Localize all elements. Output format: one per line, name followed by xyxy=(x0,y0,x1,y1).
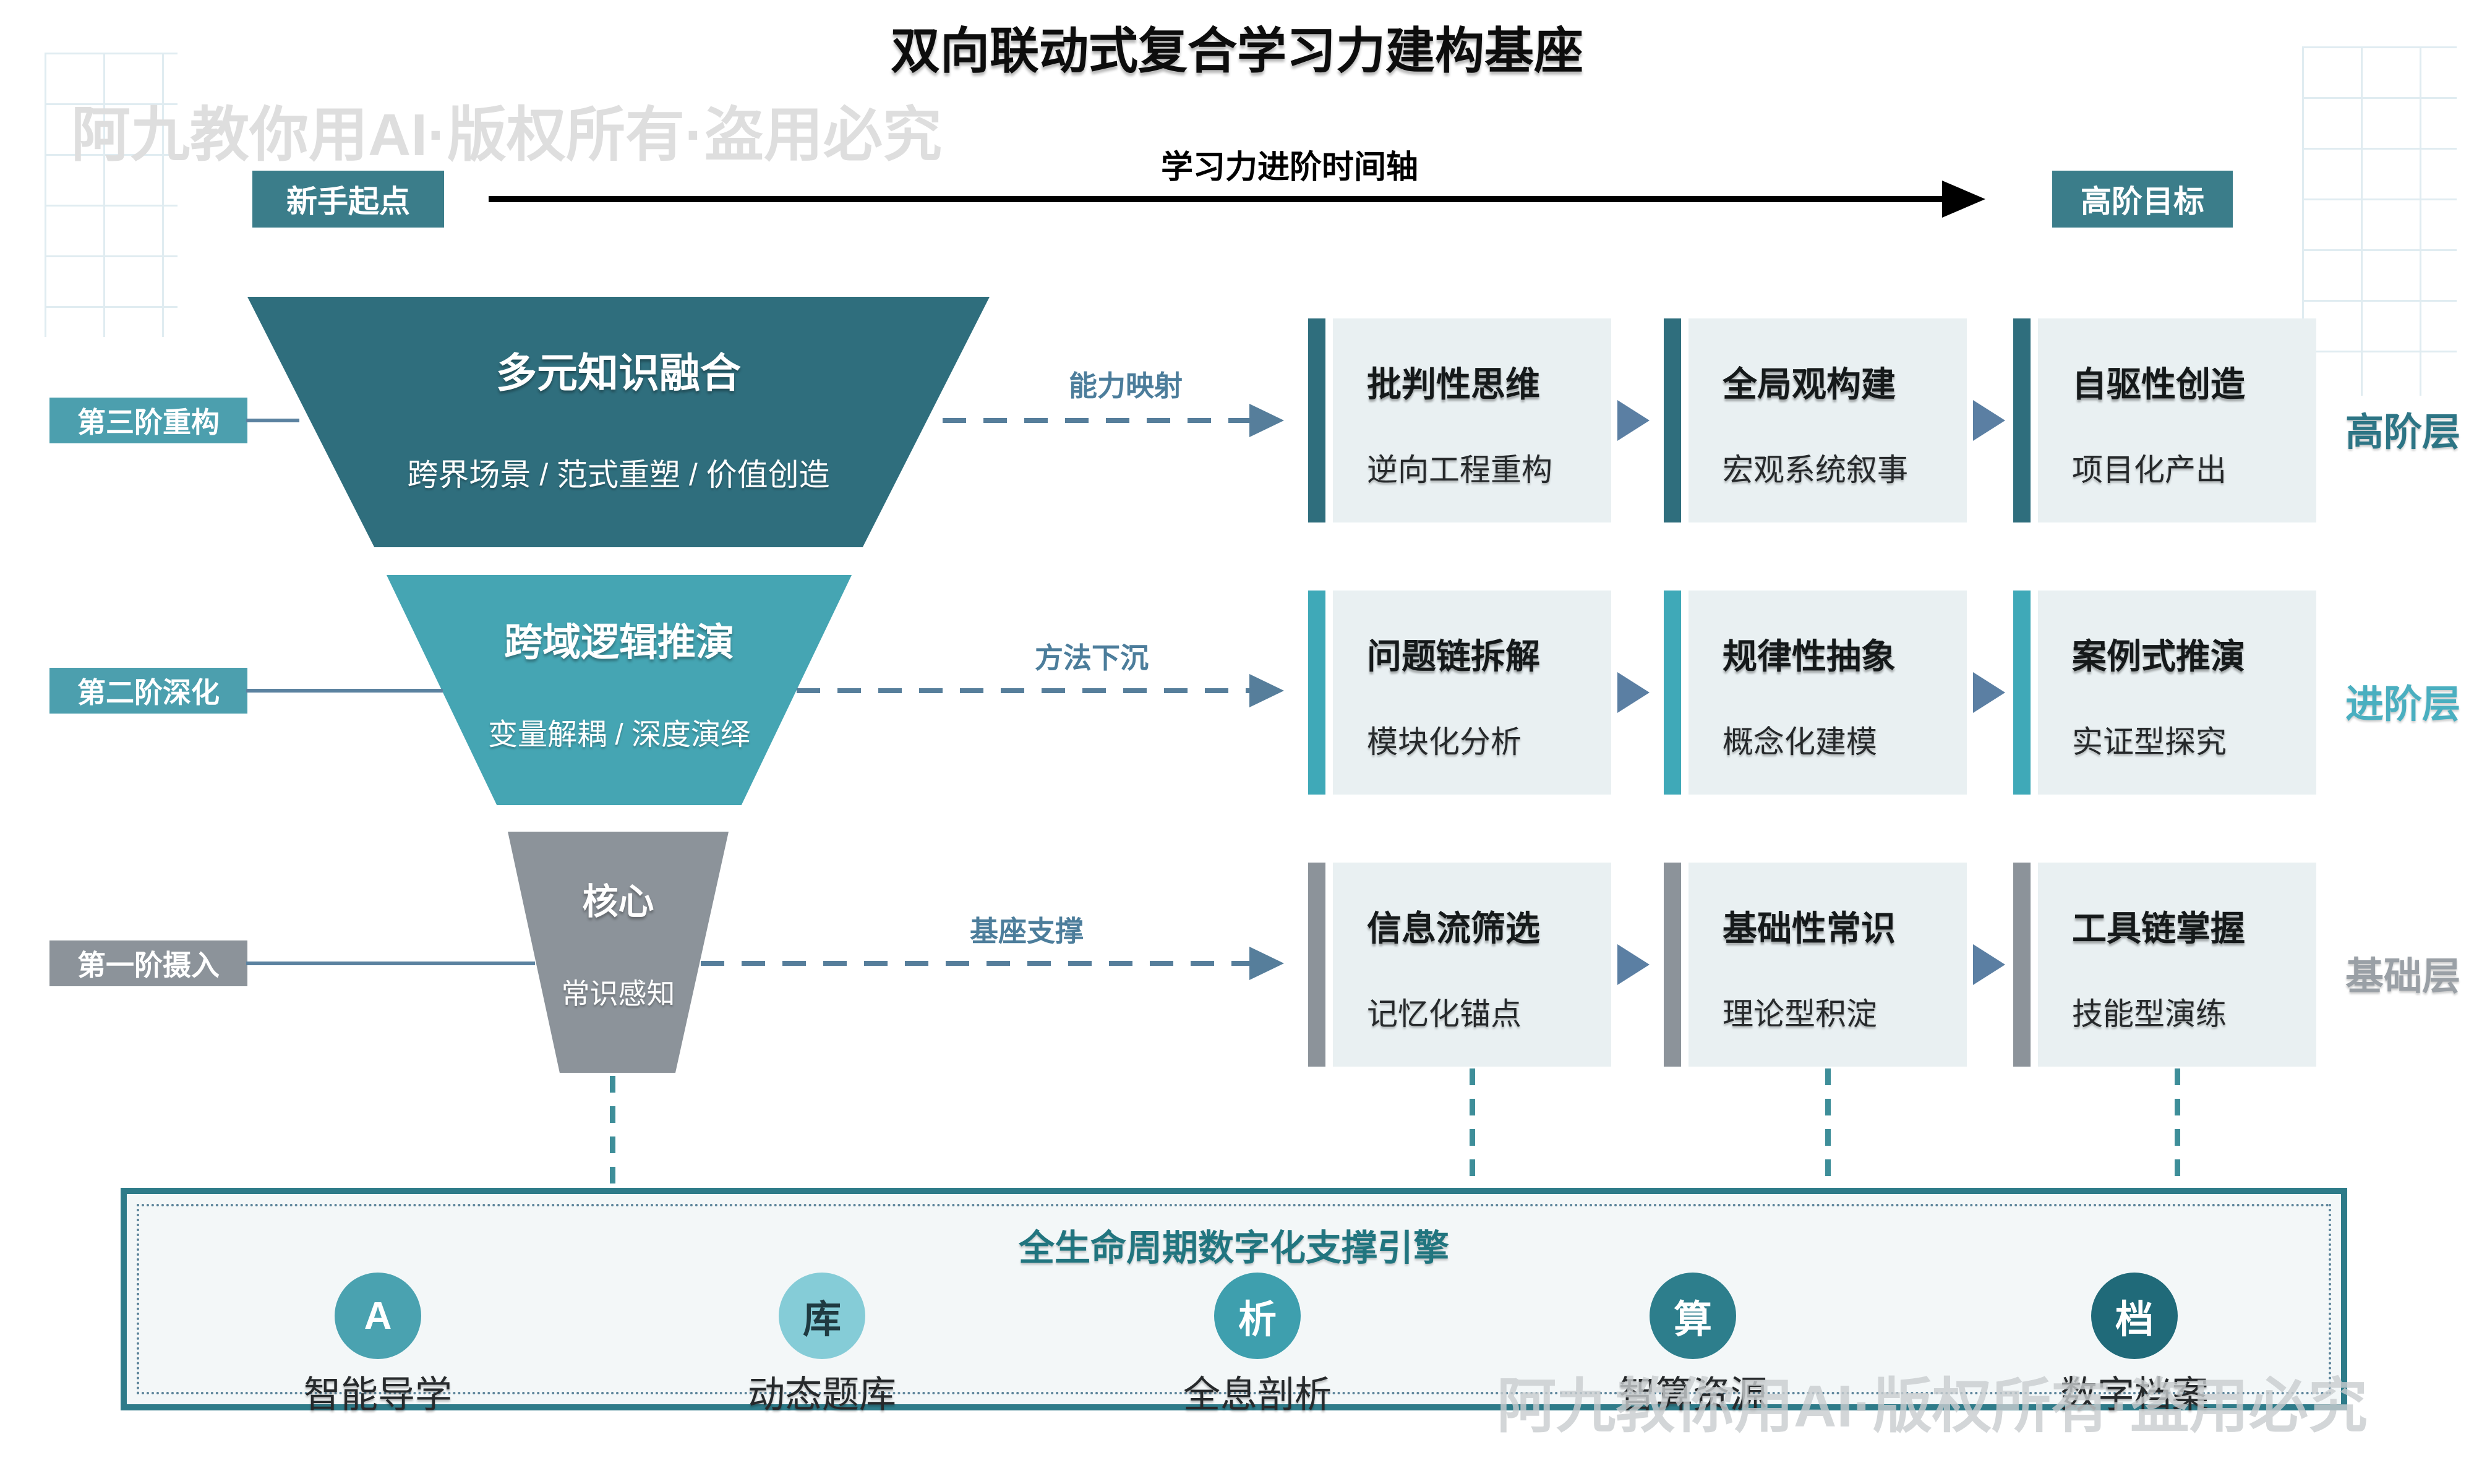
grid-decoration-top-right xyxy=(2302,46,2457,396)
stage-connector-line xyxy=(246,689,443,693)
start-badge: 新手起点 xyxy=(252,171,444,228)
watermark-top: 阿九教你用AI·版权所有·盗用必究 xyxy=(71,102,942,168)
card-subtitle: 技能型演练 xyxy=(2072,997,2227,1031)
card-title: 案例式推演 xyxy=(2072,637,2245,676)
card-subtitle: 概念化建模 xyxy=(1723,725,1877,759)
vertical-dashed-connector xyxy=(1470,1068,1475,1188)
card-accent-bar xyxy=(2013,863,2031,1067)
flow-arrow-label: 方法下沉 xyxy=(1035,642,1149,674)
funnel-stage-top: 多元知识融合 跨界场景 / 范式重塑 / 价值创造 xyxy=(247,297,990,547)
flow-arrowhead-icon xyxy=(1249,674,1284,707)
stage-connector-line xyxy=(246,419,299,422)
flow-dashed-line xyxy=(943,418,1251,423)
card-arrow-icon xyxy=(1973,672,2005,713)
flow-arrowhead-icon xyxy=(1249,404,1284,437)
flow-arrowhead-icon xyxy=(1249,947,1284,980)
funnel-stage-core: 核心 常识感知 xyxy=(508,832,729,1073)
engine-panel-dotted-border xyxy=(137,1204,2331,1394)
card: 基础性常识 理论型积淀 xyxy=(1689,863,1967,1067)
vertical-dashed-connector xyxy=(2175,1068,2180,1188)
card: 信息流筛选 记忆化锚点 xyxy=(1333,863,1611,1067)
funnel-stage-title: 多元知识融合 xyxy=(496,350,741,396)
funnel-stage-subtitle: 变量解耦 / 深度演绎 xyxy=(487,719,750,751)
funnel-stage-title: 核心 xyxy=(582,882,654,922)
engine-node-bank: 库 xyxy=(779,1273,865,1359)
card-arrow-icon xyxy=(1617,672,1650,713)
funnel-stage-subtitle: 跨界场景 / 范式重塑 / 价值创造 xyxy=(407,458,830,492)
flow-arrow-label: 基座支撑 xyxy=(970,915,1084,947)
stage-connector-line xyxy=(246,962,535,965)
engine-node-guide: A xyxy=(335,1273,421,1359)
tier-label: 进阶层 xyxy=(2345,683,2461,726)
card-subtitle: 实证型探究 xyxy=(2072,725,2227,759)
card-title: 规律性抽象 xyxy=(1723,637,1896,676)
card-subtitle: 理论型积淀 xyxy=(1723,997,1877,1031)
card-accent-bar xyxy=(2013,591,2031,795)
funnel-stage-subtitle: 常识感知 xyxy=(561,978,675,1010)
engine-node-label: 数字档案 xyxy=(2060,1374,2209,1415)
timeline-arrow-line xyxy=(489,196,1942,202)
tier-label: 基础层 xyxy=(2345,955,2461,998)
engine-panel: 全生命周期数字化支撑引擎 A 智能导学 库 动态题库 析 全息剖析 算 智算资源… xyxy=(121,1188,2347,1415)
card: 全局观构建 宏观系统叙事 xyxy=(1689,318,1967,522)
card-arrow-icon xyxy=(1617,400,1650,441)
flow-arrow-label: 能力映射 xyxy=(1069,370,1183,402)
card-subtitle: 模块化分析 xyxy=(1367,725,1522,759)
card-accent-bar xyxy=(1664,863,1681,1067)
card-accent-bar xyxy=(1308,863,1325,1067)
watermark-bottom: 阿九教你用AI·版权所有·盗用必究 xyxy=(1497,1373,2368,1439)
flow-dashed-line xyxy=(701,961,1251,966)
card: 自驱性创造 项目化产出 xyxy=(2038,318,2316,522)
vertical-dashed-connector xyxy=(610,1076,615,1188)
card-title: 信息流筛选 xyxy=(1367,909,1540,948)
card: 规律性抽象 概念化建模 xyxy=(1689,591,1967,795)
card-subtitle: 记忆化锚点 xyxy=(1367,997,1522,1031)
card-title: 问题链拆解 xyxy=(1367,637,1540,676)
card-accent-bar xyxy=(1308,591,1325,795)
card-title: 全局观构建 xyxy=(1723,365,1896,404)
funnel-stage-title: 跨域逻辑推演 xyxy=(503,621,734,664)
page-title: 双向联动式复合学习力建构基座 xyxy=(891,23,1583,79)
card-arrow-icon xyxy=(1973,400,2005,441)
stage-label-1: 第一阶摄入 xyxy=(49,940,247,986)
card: 问题链拆解 模块化分析 xyxy=(1333,591,1611,795)
tier-label: 高阶层 xyxy=(2345,411,2461,454)
engine-node-label: 动态题库 xyxy=(748,1374,896,1415)
flow-dashed-line xyxy=(797,688,1251,693)
card-arrow-icon xyxy=(1617,944,1650,985)
engine-title: 全生命周期数字化支撑引擎 xyxy=(1018,1228,1449,1268)
engine-node-label: 智算资源 xyxy=(1619,1374,1767,1415)
vertical-dashed-connector xyxy=(1825,1068,1831,1188)
card: 批判性思维 逆向工程重构 xyxy=(1333,318,1611,522)
card-accent-bar xyxy=(1664,591,1681,795)
grid-decoration-top-left xyxy=(45,53,178,337)
card-accent-bar xyxy=(1308,318,1325,522)
card-title: 工具链掌握 xyxy=(2072,909,2245,948)
card: 案例式推演 实证型探究 xyxy=(2038,591,2316,795)
card-subtitle: 逆向工程重构 xyxy=(1367,453,1552,487)
card-accent-bar xyxy=(2013,318,2031,522)
end-badge: 高阶目标 xyxy=(2052,171,2233,228)
engine-node-label: 全息剖析 xyxy=(1183,1374,1332,1415)
engine-node-label: 智能导学 xyxy=(304,1374,452,1415)
engine-node-analysis: 析 xyxy=(1214,1273,1301,1359)
card: 工具链掌握 技能型演练 xyxy=(2038,863,2316,1067)
engine-node-archive: 档 xyxy=(2091,1273,2178,1359)
card-accent-bar xyxy=(1664,318,1681,522)
stage-label-3: 第三阶重构 xyxy=(49,398,247,443)
card-subtitle: 项目化产出 xyxy=(2072,453,2227,487)
card-subtitle: 宏观系统叙事 xyxy=(1723,453,1908,487)
card-title: 基础性常识 xyxy=(1723,909,1896,948)
card-title: 批判性思维 xyxy=(1367,365,1540,404)
timeline-arrowhead-icon xyxy=(1942,181,1985,218)
card-title: 自驱性创造 xyxy=(2072,365,2245,404)
stage-label-2: 第二阶深化 xyxy=(49,668,247,714)
card-arrow-icon xyxy=(1973,944,2005,985)
funnel-stage-middle: 跨域逻辑推演 变量解耦 / 深度演绎 xyxy=(387,575,852,805)
timeline-label: 学习力进阶时间轴 xyxy=(1160,150,1418,186)
engine-node-compute: 算 xyxy=(1650,1273,1736,1359)
